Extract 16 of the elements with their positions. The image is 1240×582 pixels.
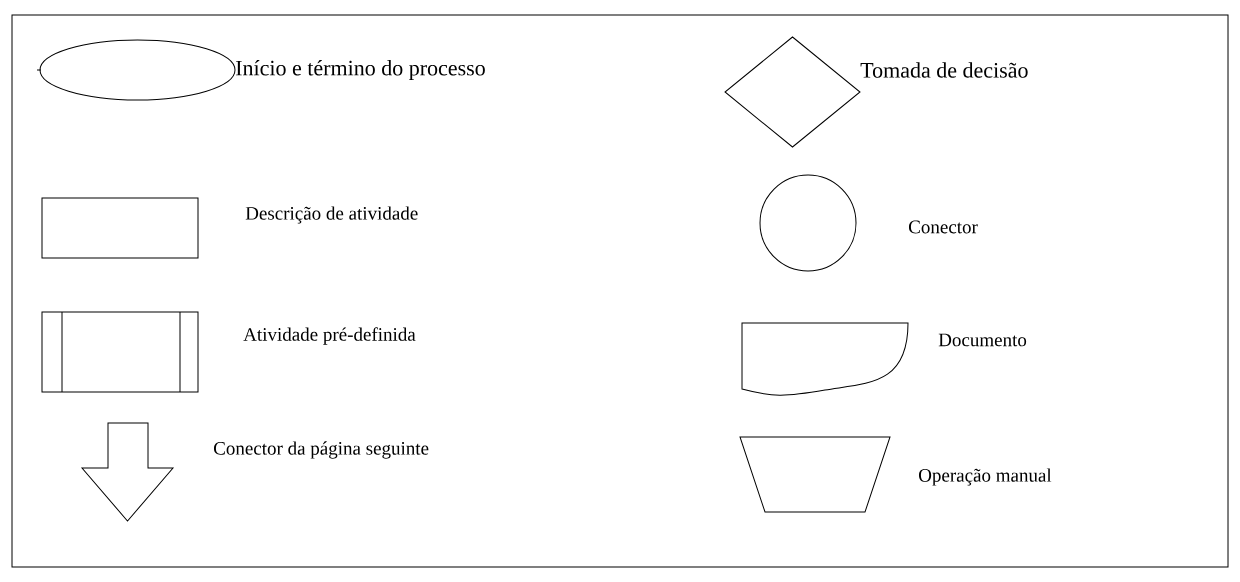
manual-operation-trapezoid xyxy=(739,436,891,513)
symbol-label: Documento xyxy=(938,333,1027,347)
symbol-label: Atividade pré-definida xyxy=(243,327,416,345)
predefined-process-box xyxy=(41,311,199,393)
document-shape xyxy=(741,322,909,396)
connector-circle xyxy=(759,174,857,272)
process-box xyxy=(41,197,199,259)
decision-diamond xyxy=(724,36,861,148)
down-arrow xyxy=(81,422,174,522)
symbol-label: Início e término do processo xyxy=(236,60,485,80)
symbol-label: Operação manual xyxy=(919,468,1052,486)
symbol-label: Conector xyxy=(909,220,978,234)
symbol-label: Conector da página seguinte xyxy=(214,441,429,459)
terminator-ellipse xyxy=(36,39,236,101)
symbol-label: Descrição de atividade xyxy=(245,206,418,224)
symbol-label: Tomada de decisão xyxy=(860,62,1028,78)
